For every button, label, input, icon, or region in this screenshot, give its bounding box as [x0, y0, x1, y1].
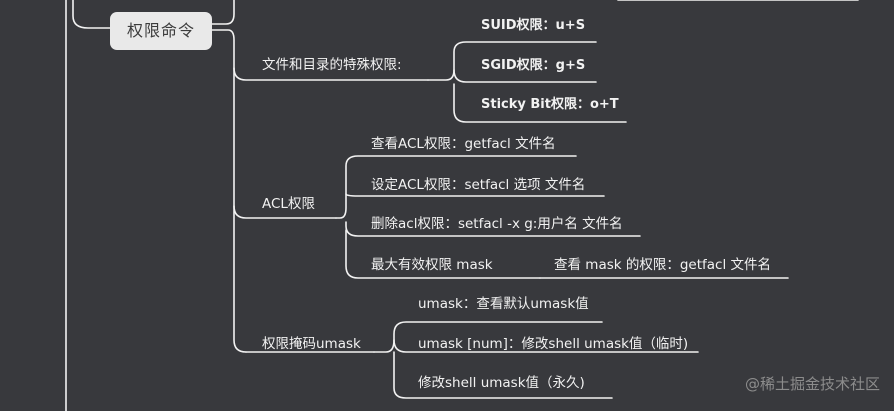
- special-sgid-line: [453, 69, 597, 83]
- node-acl-set[interactable]: 设定ACL权限：setfacl 选项 文件名: [371, 177, 586, 193]
- node-acl-view[interactable]: 查看ACL权限：getfacl 文件名: [371, 136, 556, 152]
- umask-temp-line: [393, 339, 699, 353]
- node-umask-view[interactable]: umask：查看默认umask值: [418, 296, 589, 312]
- root-node[interactable]: 权限命令: [110, 12, 212, 50]
- node-sticky-bit[interactable]: Sticky Bit权限：o+T: [481, 97, 619, 112]
- watermark: @稀土掘金技术社区: [744, 375, 880, 393]
- acl-mask-line: [345, 229, 541, 279]
- special-trunk-line: [427, 41, 597, 81]
- node-acl-mask[interactable]: 最大有效权限 mask: [371, 257, 493, 273]
- branch-umask[interactable]: 权限掩码umask: [262, 336, 361, 352]
- node-acl-mask-view[interactable]: 查看 mask 的权限：getfacl 文件名: [554, 257, 772, 273]
- acl-remove-line: [345, 221, 641, 237]
- branch-acl[interactable]: ACL权限: [262, 196, 315, 212]
- root-to-upper-line: [211, 0, 235, 25]
- acl-trunk-line: [335, 155, 577, 219]
- branch-special-underline: [233, 67, 429, 81]
- node-suid[interactable]: SUID权限：u+S: [481, 18, 586, 33]
- node-acl-remove[interactable]: 删除acl权限：setfacl -x g:用户名 文件名: [371, 216, 623, 232]
- umask-perm-line: [393, 351, 613, 399]
- outer-top-stub-line: [72, 0, 111, 29]
- node-umask-permanent[interactable]: 修改shell umask值（永久): [418, 375, 585, 391]
- acl-set-line: [345, 193, 605, 197]
- umask-trunk-line: [373, 321, 603, 353]
- branch-special-permissions[interactable]: 文件和目录的特殊权限:: [262, 57, 402, 73]
- special-sticky-line: [453, 83, 627, 123]
- node-sgid[interactable]: SGID权限：g+S: [481, 58, 586, 73]
- branch-acl-underline: [233, 205, 337, 219]
- node-umask-temp[interactable]: umask [num]：修改shell umask值（临时): [418, 336, 689, 352]
- root-connector-line: [211, 29, 247, 353]
